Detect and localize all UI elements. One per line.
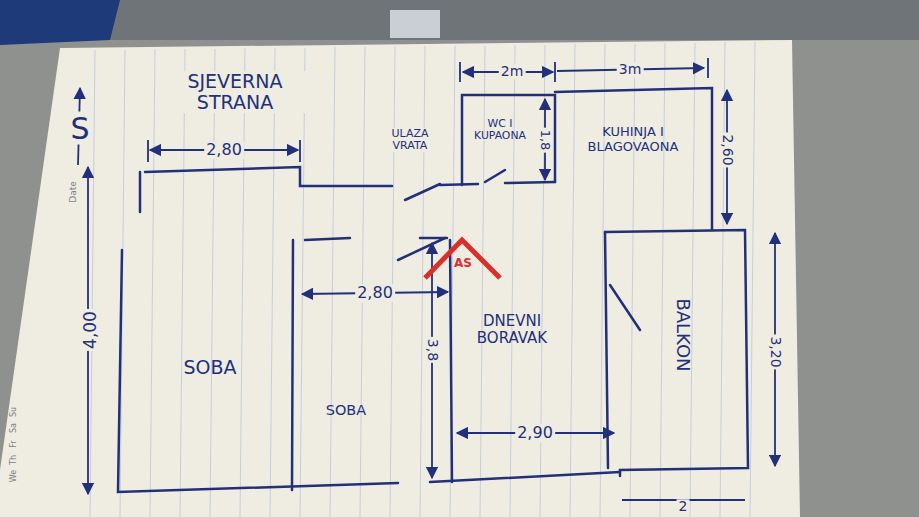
room-name: BALKON: [673, 275, 694, 395]
notebook-page: [0, 40, 800, 517]
room-name: DNEVNI BORAVAK: [465, 313, 560, 348]
room-name: SOBA: [140, 357, 280, 379]
notebook-print: Su: [10, 405, 19, 419]
white-object: [390, 10, 440, 38]
room: SOBA: [123, 174, 291, 488]
dimension: 1,8: [538, 128, 552, 153]
room-name: WC I KUPAONA: [460, 118, 540, 143]
notebook-print: Sa: [10, 421, 19, 435]
dimension: 3,20: [767, 334, 782, 369]
dimension-lines: [78, 58, 775, 500]
north-arrow-letter: S: [68, 112, 91, 145]
dimension: 2,90: [515, 424, 555, 442]
watermark-roof: [425, 240, 500, 278]
room: KUHINJA I BLAGOVAONA: [557, 93, 710, 229]
room-name: SOBA: [286, 402, 406, 419]
north-side-note: SJEVERNA STRANA: [158, 71, 312, 113]
notebook-print: Date: [69, 179, 79, 205]
ruled-lines: [90, 42, 755, 517]
notebook-print: Th: [10, 453, 19, 467]
room-name: KUHINJA I BLAGOVAONA: [568, 125, 698, 155]
dimension: 2,60: [719, 132, 734, 167]
dimension: 2m: [499, 64, 526, 79]
dimension: 2,80: [204, 141, 244, 159]
watermark: AS: [452, 257, 474, 270]
dimension: 3m: [617, 62, 644, 77]
room: SOBA: [295, 242, 448, 486]
walls: [118, 88, 748, 492]
door-note: ULAZA VRATA: [381, 128, 440, 152]
dimension: 2,80: [355, 284, 395, 302]
dimension: 3,8: [424, 337, 439, 363]
dimension: 2: [677, 499, 690, 514]
notebook-print: Fr: [10, 438, 19, 449]
floor-tiles: [0, 0, 919, 40]
notebook-print: We: [10, 468, 19, 484]
room: BALKON: [610, 234, 744, 466]
dimension: 4,00: [81, 309, 100, 351]
blue-object: [0, 0, 120, 45]
